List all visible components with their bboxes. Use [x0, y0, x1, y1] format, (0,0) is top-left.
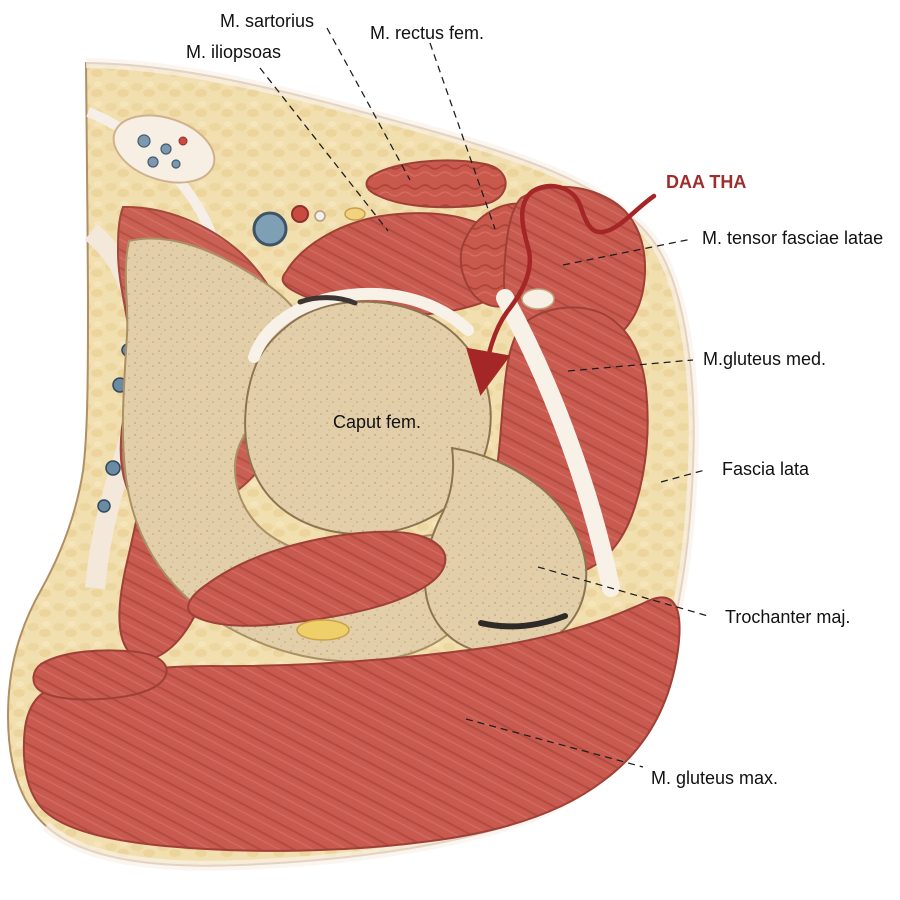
- label-gluteus-maximus: M. gluteus max.: [651, 768, 778, 788]
- label-caput-femoris: Caput fem.: [333, 412, 421, 432]
- oval-vessel-5: [171, 159, 181, 169]
- lower-dark-band: [478, 613, 568, 630]
- gluteus-maximus-muscle: [22, 596, 681, 852]
- leader-iliopsoas: [259, 67, 389, 232]
- label-gluteus-medius: M.gluteus med.: [703, 349, 826, 369]
- label-trochanter-major: Trochanter maj.: [725, 607, 850, 627]
- middle-muscle-band: [187, 530, 447, 627]
- label-rectus-femoris: M. rectus fem.: [370, 23, 484, 43]
- sartorius-muscle: [365, 159, 507, 209]
- label-daa-tha: DAA THA: [666, 172, 746, 192]
- small-bottom-left-muscle: [32, 649, 168, 701]
- daa-tha-arrow: [466, 183, 657, 396]
- leader-trochanter: [537, 566, 709, 617]
- joint-space: [248, 287, 474, 363]
- label-iliopsoas: M. iliopsoas: [186, 42, 281, 62]
- oval-vessel-1: [137, 134, 151, 148]
- vessel-4: [105, 460, 121, 476]
- fat-lobule-2: [344, 207, 366, 221]
- oval-vessel-4: [147, 156, 159, 168]
- leader-sartorius: [326, 27, 411, 181]
- vessel-5: [97, 499, 111, 513]
- leader-tensor: [562, 238, 693, 266]
- caput-femoris: [244, 300, 492, 536]
- small-nerve: [314, 210, 326, 222]
- lateral-fascial-space: [496, 289, 620, 597]
- leader-gluteus-max: [465, 718, 644, 768]
- skin-rim: [42, 58, 699, 871]
- leader-gluteus-med: [567, 359, 694, 372]
- large-vessel: [252, 211, 288, 247]
- oval-vessel-3: [178, 136, 188, 146]
- label-tensor-fasciae-latae: M. tensor fasciae latae: [702, 228, 883, 248]
- leader-rectus-fem: [429, 42, 496, 230]
- label-sartorius: M. sartorius: [220, 11, 314, 31]
- small-artery: [291, 205, 309, 223]
- upper-dark-band: [297, 295, 358, 306]
- fat-lobule-1: [296, 619, 350, 641]
- leader-fascia-lata: [660, 469, 706, 483]
- small-lateral-structure: [521, 288, 555, 310]
- oval-vessel-2: [160, 143, 172, 155]
- label-fascia-lata: Fascia lata: [722, 459, 810, 479]
